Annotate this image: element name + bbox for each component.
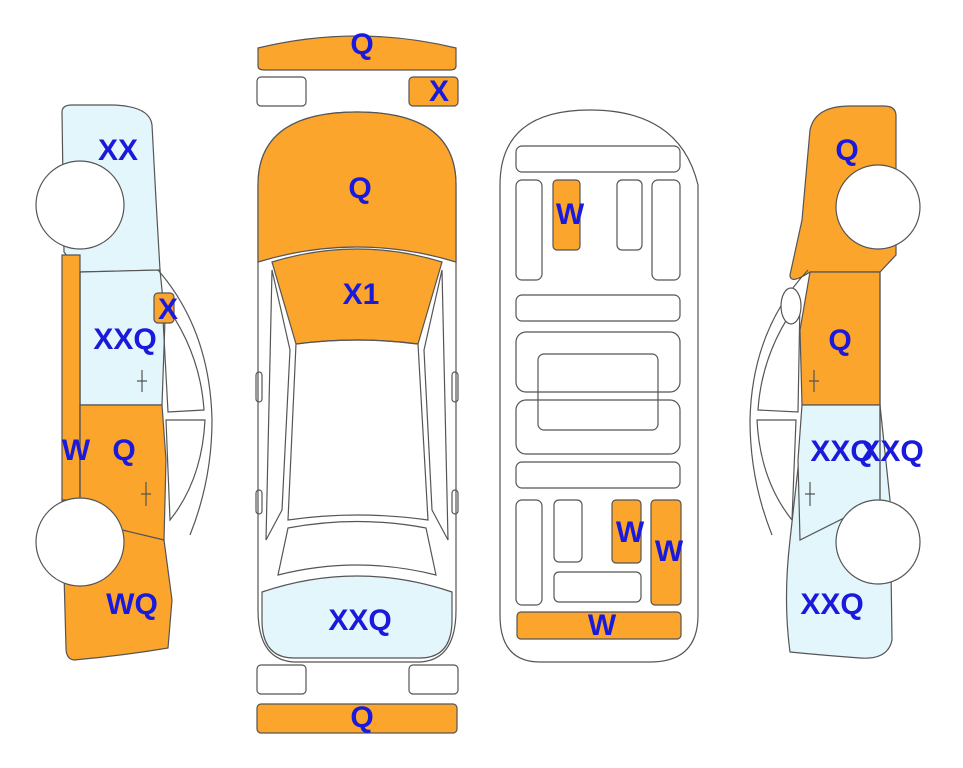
- label-front-bumper: Q: [350, 28, 373, 61]
- underbody-rail-mid-front: [616, 179, 643, 251]
- left-rear-window: [165, 419, 206, 522]
- label-floor-rear-left: W: [616, 516, 645, 549]
- label-windshield: X1: [343, 278, 380, 311]
- label-floor-front: W: [556, 198, 585, 231]
- underbody-tunnel-lower: [515, 399, 681, 455]
- underbody-tunnel-outer: [515, 331, 681, 393]
- right-mirror: [780, 287, 802, 325]
- label-right-front-door: Q: [828, 324, 851, 357]
- underbody-cross-front: [515, 145, 681, 173]
- front-left-lamp[interactable]: [256, 76, 307, 107]
- right-rear-wheel: [835, 499, 921, 585]
- underbody-rail-left-rear: [515, 499, 543, 606]
- underbody-cross-mid: [515, 294, 681, 322]
- left-side-view: XX X XXQ W Q WQ: [35, 104, 213, 661]
- right-door-handle-front: [809, 370, 819, 392]
- left-windshield-edge: [157, 269, 213, 536]
- label-left-mirror: X: [158, 293, 178, 326]
- rear-bumper-panel[interactable]: [256, 703, 458, 734]
- underbody-rail-left-front: [515, 179, 543, 281]
- rear-right-lamp[interactable]: [408, 664, 459, 695]
- label-left-rocker: W: [62, 434, 91, 467]
- left-door-handle-rear: [141, 482, 151, 506]
- left-front-wheel: [35, 160, 125, 250]
- label-right-front-fender: Q: [835, 134, 858, 167]
- label-rear-bumper: Q: [350, 701, 373, 734]
- left-handle-top: [255, 489, 263, 515]
- right-front-wheel: [835, 164, 921, 250]
- underbody-rear-left-panel[interactable]: [611, 499, 642, 564]
- rear-left-lamp[interactable]: [256, 664, 307, 695]
- right-rear-window: [756, 419, 797, 522]
- top-view: Q X Q X1 XXQ Q: [255, 28, 459, 734]
- underbody-view: W W W W: [499, 109, 699, 663]
- left-mirror-top: [255, 371, 263, 403]
- underbody-rear-right-panel[interactable]: [650, 499, 682, 606]
- underbody-cross-rear: [515, 461, 681, 489]
- front-right-lamp-panel[interactable]: [408, 76, 459, 107]
- right-door-handle-rear: [805, 482, 815, 506]
- underbody-outline: [499, 109, 699, 663]
- roof-area: [287, 339, 429, 521]
- label-floor-rear-right: W: [655, 535, 684, 568]
- label-left-rear-fender: WQ: [106, 588, 158, 621]
- left-door-handle-front: [137, 370, 147, 392]
- label-hood: Q: [348, 172, 371, 205]
- label-rear-window: XXQ: [328, 604, 391, 637]
- left-side-glass: [265, 269, 291, 541]
- label-left-front-door: XXQ: [93, 323, 156, 356]
- underbody-tank: [553, 499, 583, 563]
- left-mirror-panel[interactable]: [153, 292, 175, 324]
- underbody-front-panel[interactable]: [552, 179, 581, 251]
- right-side-view: Q Q XXQ XXQ XXQ: [749, 105, 924, 659]
- label-front-right-lamp: X: [429, 75, 449, 108]
- right-handle-top: [451, 489, 459, 515]
- rear-window-panel[interactable]: [261, 575, 453, 659]
- underbody-tail-panel[interactable]: [516, 611, 682, 640]
- front-bumper-panel[interactable]: [257, 35, 457, 71]
- hood-panel[interactable]: [257, 111, 457, 263]
- label-left-front-fender: XX: [98, 134, 138, 167]
- right-side-glass: [423, 269, 449, 541]
- label-right-rear-fender: XXQ: [800, 588, 863, 621]
- label-right-rear-door-overlap: XXQ: [860, 435, 923, 468]
- right-mirror-top: [451, 371, 459, 403]
- underbody-rail-right-front: [651, 179, 681, 281]
- underbody-tunnel-inner: [537, 353, 659, 431]
- label-right-rear-door: XXQ: [810, 435, 873, 468]
- label-floor-tail: W: [588, 609, 617, 642]
- underbody-muffler: [553, 571, 642, 603]
- left-rear-wheel: [35, 497, 125, 587]
- rear-deck-line: [277, 520, 437, 576]
- label-left-rear-door: Q: [112, 434, 135, 467]
